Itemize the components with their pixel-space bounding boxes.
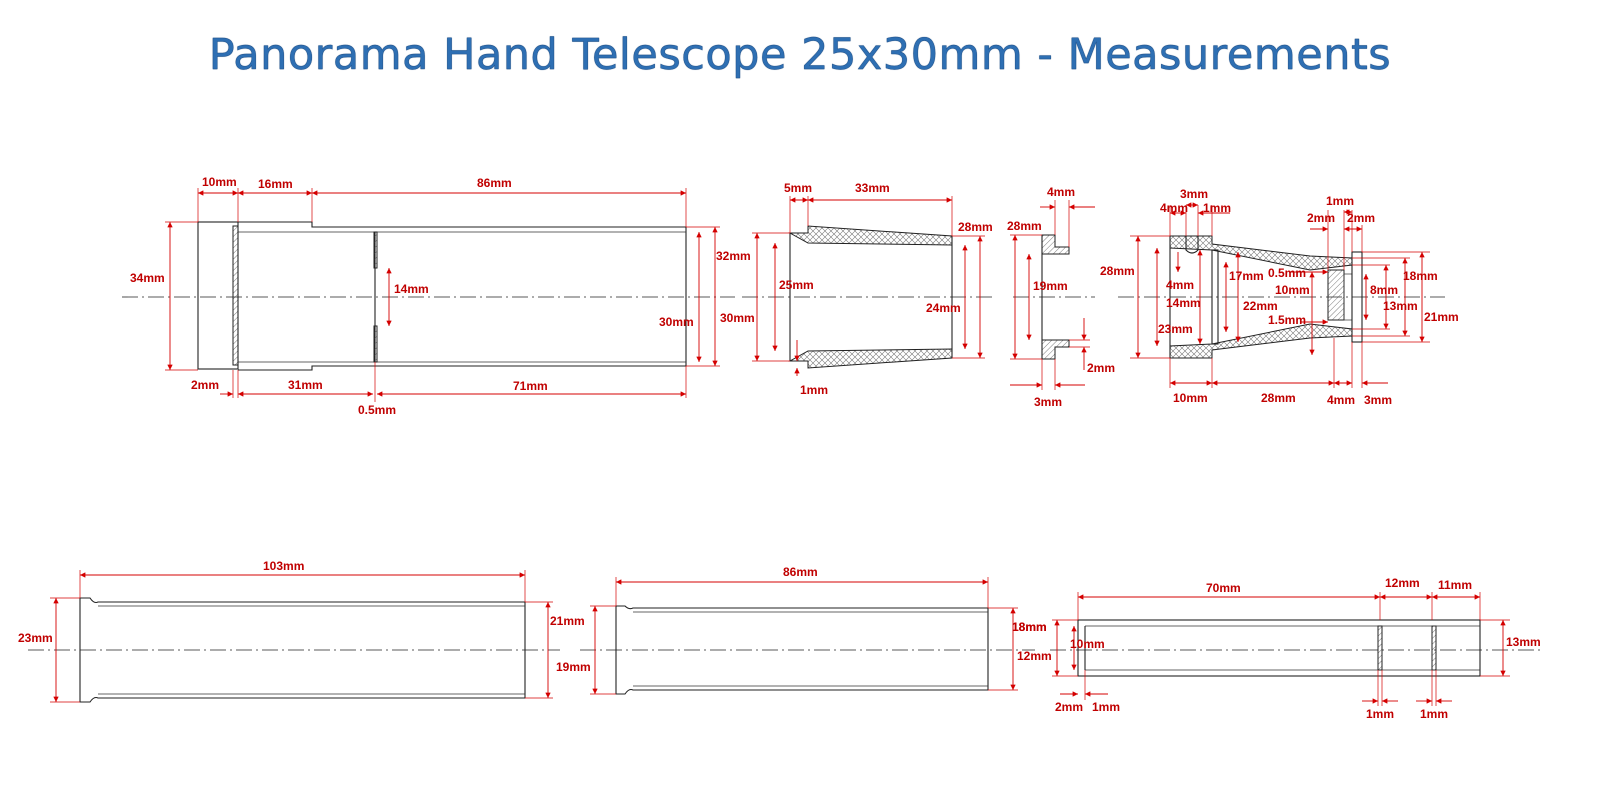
dim-label: 2mm [1347, 211, 1375, 225]
dim-label: 16mm [258, 177, 293, 191]
dim-label: 4mm [1327, 393, 1355, 407]
dim-label: 103mm [263, 559, 304, 573]
eyecup [1351, 251, 1363, 343]
draw-tube-2-dimensions: 86mm 18mm 19mm [590, 565, 1047, 695]
dim-label: 2mm [1087, 361, 1115, 375]
dim-label: 34mm [130, 271, 165, 285]
eyepiece-cone-drawing [1118, 235, 1445, 359]
dim-label: 10mm [1173, 391, 1208, 405]
dim-label: 28mm [958, 220, 993, 234]
dim-label: 1mm [1203, 201, 1231, 215]
dim-label: 3mm [1034, 395, 1062, 409]
main-tube-drawing [122, 221, 735, 371]
page-title: Panorama Hand Telescope 25x30mm - Measur… [208, 30, 1392, 80]
dim-label: 1mm [1326, 194, 1354, 208]
objective-cone-drawing [742, 225, 995, 369]
dim-label: 28mm [1100, 264, 1135, 278]
dim-label: 24mm [926, 301, 961, 315]
dim-label: 21mm [1424, 310, 1459, 324]
dim-label: 25mm [779, 278, 814, 292]
dim-label: 18mm [1403, 269, 1438, 283]
dim-label: 23mm [1158, 322, 1193, 336]
dim-label: 19mm [556, 660, 591, 674]
tube-body [238, 221, 687, 371]
draw-tube-3-drawing [1050, 619, 1540, 677]
dim-label: 3mm [1180, 187, 1208, 201]
dim-label: 70mm [1206, 581, 1241, 595]
draw-tube-1-drawing [28, 597, 560, 703]
eyepiece-cone-dimensions: 3mm 4mm 1mm 1mm 2mm 2mm 28mm 17mm 0.5mm … [1100, 187, 1459, 407]
dim-label: 4mm [1160, 201, 1188, 215]
dim-label: 28mm [1261, 391, 1296, 405]
dim-label: 8mm [1370, 283, 1398, 297]
cone-wall-top [788, 225, 953, 246]
dim-label: 18mm [1012, 620, 1047, 634]
dim-label: 22mm [1243, 299, 1278, 313]
dim-label: 30mm [720, 311, 755, 325]
dim-label: 30mm [659, 315, 694, 329]
end-cap [197, 221, 239, 370]
dim-label: 2mm [1055, 700, 1083, 714]
dim-label: 5mm [784, 181, 812, 195]
dim-label: 33mm [855, 181, 890, 195]
dim-label: 21mm [550, 614, 585, 628]
dim-label: 1mm [1366, 707, 1394, 721]
dim-label: 1.5mm [1268, 313, 1306, 327]
eye-lens-holder [1327, 269, 1345, 321]
dim-label: 18mm [1012, 620, 1047, 634]
diaphragm-top [373, 231, 378, 269]
dim-label: 86mm [783, 565, 818, 579]
dim-label: 13mm [1506, 635, 1541, 649]
dim-label: 19mm [1033, 279, 1068, 293]
dim-label: 31mm [288, 378, 323, 392]
dim-label: 71mm [513, 379, 548, 393]
dim-label: 1mm [1092, 700, 1120, 714]
ring-bottom [1041, 339, 1070, 360]
dim-label: 10mm [202, 175, 237, 189]
spacer-2 [1431, 625, 1437, 671]
lens-ring-drawing [1013, 234, 1095, 360]
dim-label: 12mm [1385, 576, 1420, 590]
dim-label: 86mm [477, 176, 512, 190]
dim-label: 14mm [394, 282, 429, 296]
diaphragm-bottom [373, 325, 378, 363]
eyepiece-wall-bottom [1169, 323, 1353, 359]
dim-label: 17mm [1229, 269, 1264, 283]
dim-label: 32mm [716, 249, 751, 263]
dim-label: 10mm [1070, 637, 1105, 651]
field-stop [1211, 249, 1219, 345]
spacer-1 [1377, 625, 1383, 671]
dim-label: 4mm [1166, 278, 1194, 292]
dim-label: 1mm [800, 383, 828, 397]
draw-tube-2-drawing [580, 605, 1035, 695]
dim-label: 28mm [1007, 219, 1042, 233]
dim-label: 13mm [1383, 299, 1418, 313]
dim-label: 14mm [1166, 296, 1201, 310]
cap-wall [232, 225, 239, 366]
dim-label: 23mm [18, 631, 53, 645]
draw-tube-1-dimensions: 103mm 23mm 21mm 19mm [18, 559, 591, 703]
dim-label: 0.5mm [1268, 266, 1306, 280]
dim-label: 12mm [1017, 649, 1052, 663]
tube-body [1077, 619, 1481, 677]
cone-wall-bottom [788, 348, 953, 369]
draw-tube-3-dimensions: 70mm 12mm 11mm 18mm 10mm 12mm 13mm 2mm 1… [1012, 576, 1541, 721]
main-tube-dimensions: 10mm 16mm 86mm 34mm 14mm 32mm 30mm 30mm … [130, 175, 755, 417]
eyepiece-wall-top [1169, 235, 1353, 271]
dim-label: 1mm [1420, 707, 1448, 721]
dim-label: 10mm [1275, 283, 1310, 297]
dim-label: 2mm [191, 378, 219, 392]
lens-ring-dimensions: 4mm 28mm 19mm 2mm 3mm [1007, 185, 1115, 409]
dim-label: 11mm [1438, 578, 1472, 592]
dim-label: 2mm [1307, 211, 1335, 225]
objective-cone-dimensions: 5mm 33mm 28mm 25mm 24mm 1mm [752, 181, 993, 397]
dim-label: 3mm [1364, 393, 1392, 407]
ring-top [1041, 234, 1070, 255]
dim-label: 0.5mm [358, 403, 396, 417]
dim-label: 4mm [1047, 185, 1075, 199]
